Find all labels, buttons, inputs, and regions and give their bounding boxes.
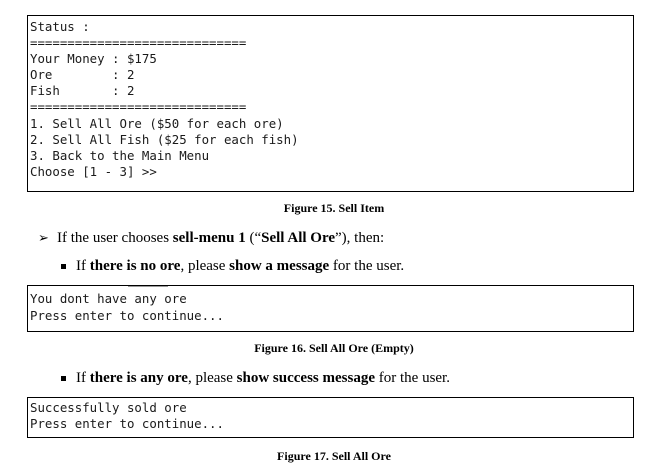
console-line-menu-3: 3. Back to the Main Menu	[30, 148, 210, 163]
text: , please	[180, 258, 230, 274]
paragraph-no-ore: If there is no ore, please show a messag…	[76, 258, 404, 275]
console-line-press-enter: Press enter to continue...	[30, 308, 224, 323]
console-line-menu-1: 1. Sell All Ore ($50 for each ore)	[30, 116, 284, 131]
console-line-menu-2: 2. Sell All Fish ($25 for each fish)	[30, 132, 299, 147]
console-line-ore: Ore : 2	[30, 67, 135, 82]
figure-15-caption: Figure 15. Sell Item	[283, 201, 385, 215]
console-line-prompt: Choose [1 - 3] >>	[30, 164, 157, 179]
console-line-message: Successfully sold ore	[30, 400, 187, 415]
bold-text: show a message	[229, 258, 330, 274]
cropped-text-fragment	[128, 286, 168, 287]
console-line-separator: =============================	[30, 35, 247, 50]
square-bullet-icon	[61, 264, 66, 269]
text: If the user chooses	[57, 230, 173, 246]
text: for the user.	[329, 258, 405, 274]
text: for the user.	[375, 370, 450, 386]
paragraph-sell-menu-1: If the user chooses sell-menu 1 (“Sell A…	[57, 230, 384, 247]
bold-text: show success message	[236, 370, 375, 386]
text: If	[76, 258, 90, 274]
console-line-message: You dont have any ore	[30, 291, 187, 306]
figure-17-console: Successfully sold ore Press enter to con…	[27, 397, 634, 438]
text: , please	[187, 370, 237, 386]
bold-text: there is any ore	[89, 370, 188, 386]
figure-17-caption: Figure 17. Sell All Ore	[277, 449, 391, 463]
figure-16-console: You dont have any ore Press enter to con…	[27, 285, 634, 332]
console-line-money: Your Money : $175	[30, 51, 157, 66]
figure-15-console: Status : ============================= Y…	[27, 15, 634, 192]
figure-16-caption: Figure 16. Sell All Ore (Empty)	[254, 341, 414, 355]
console-line-press-enter: Press enter to continue...	[30, 416, 224, 431]
square-bullet-icon	[61, 376, 66, 381]
console-line-fish: Fish : 2	[30, 83, 135, 98]
bold-text: there is no ore	[89, 258, 181, 274]
paragraph-any-ore: If there is any ore, please show success…	[76, 370, 450, 387]
arrow-bullet-icon: ➢	[38, 231, 49, 246]
console-line-status: Status :	[30, 19, 90, 34]
text: ”), then:	[335, 230, 385, 246]
bold-text: sell-menu 1	[172, 230, 246, 246]
console-line-separator: =============================	[30, 99, 247, 114]
text: If	[76, 370, 90, 386]
text: (“	[245, 230, 262, 246]
bold-text: Sell All Ore	[261, 230, 336, 246]
